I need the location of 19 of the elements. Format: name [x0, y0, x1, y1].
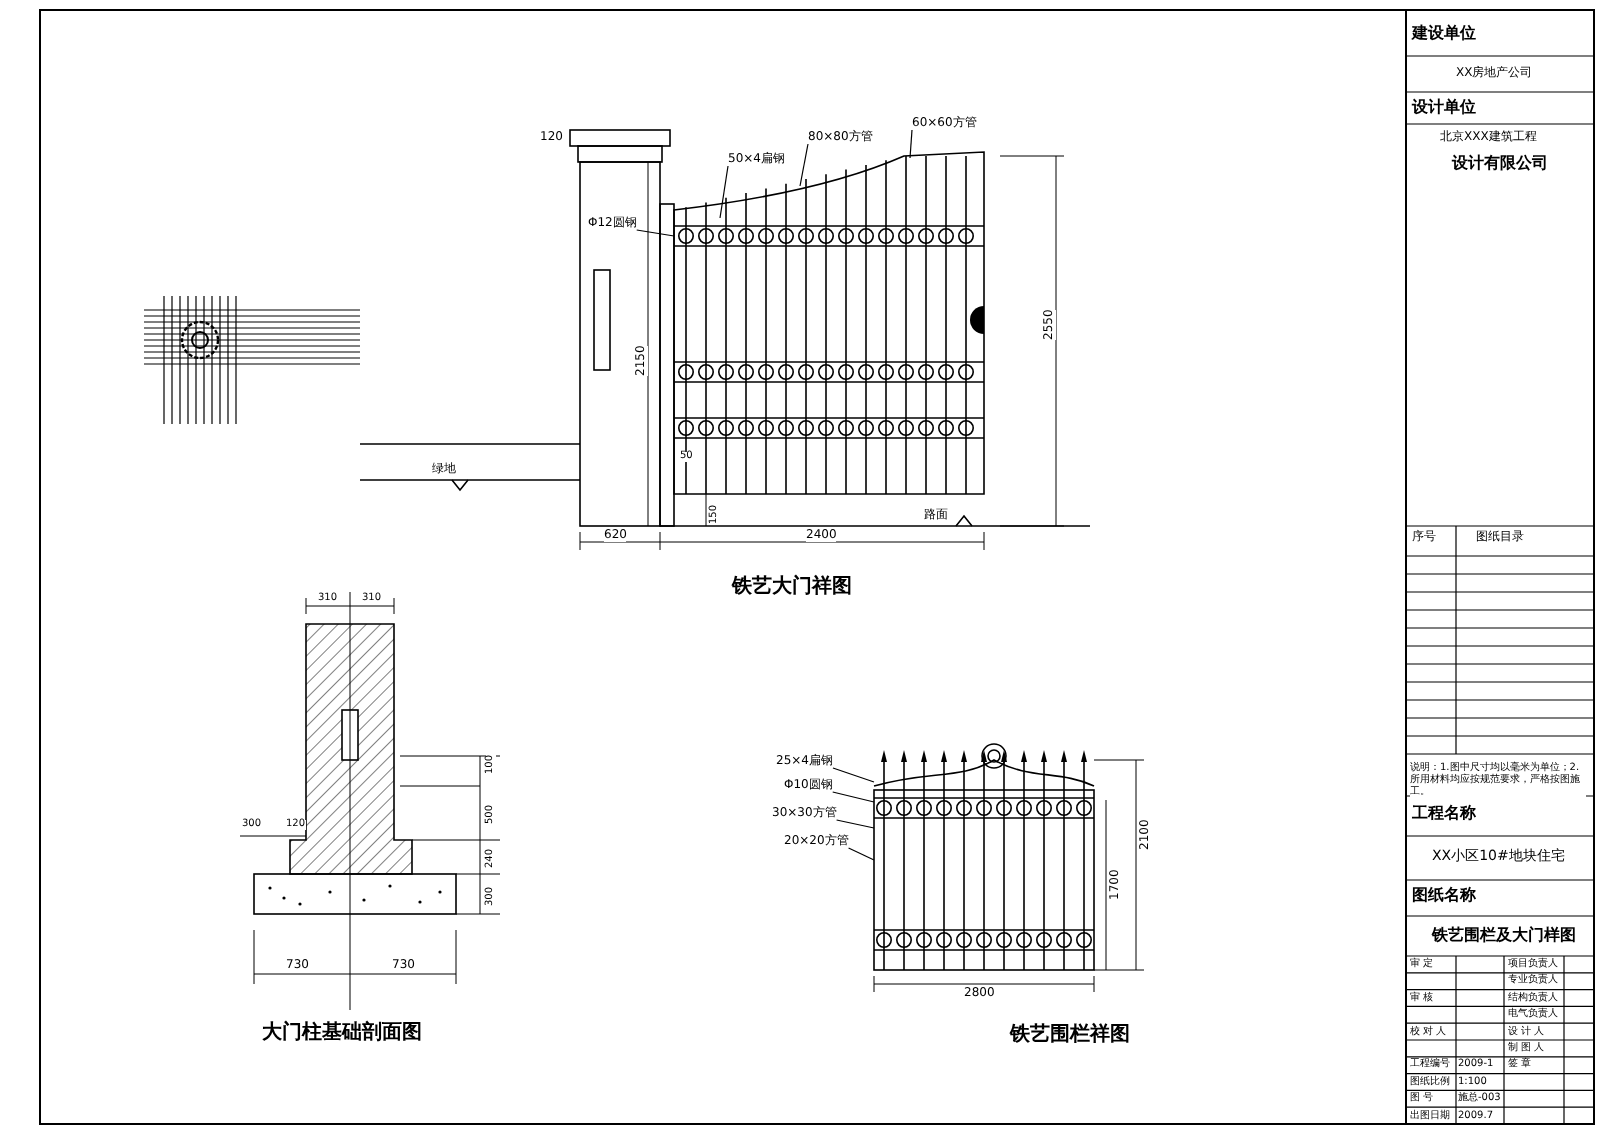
field-label: 设计单位 [1412, 100, 1476, 116]
drawing-title: 大门柱基础剖面图 [262, 1024, 422, 1044]
iron-fence-drawing [873, 743, 1095, 971]
leader-line [836, 819, 875, 829]
field-value: 设计有限公司 [1452, 156, 1548, 172]
drawing-title: 铁艺大门祥图 [732, 578, 852, 598]
field-label: 图纸名称 [1412, 888, 1476, 904]
leader-line [909, 129, 913, 159]
iron-gate-drawing [673, 151, 985, 495]
field-label: 建设单位 [1412, 26, 1476, 42]
field-label: 工程名称 [1412, 806, 1476, 822]
leader-line [832, 767, 875, 783]
field-value: 铁艺围栏及大门样图 [1432, 928, 1576, 944]
leader-line [799, 143, 809, 187]
leader-line [719, 165, 729, 219]
leader-line [636, 229, 675, 237]
leader-line [832, 791, 875, 803]
leader-line [848, 847, 875, 861]
drawing-title: 铁艺围栏祥图 [1010, 1026, 1130, 1046]
